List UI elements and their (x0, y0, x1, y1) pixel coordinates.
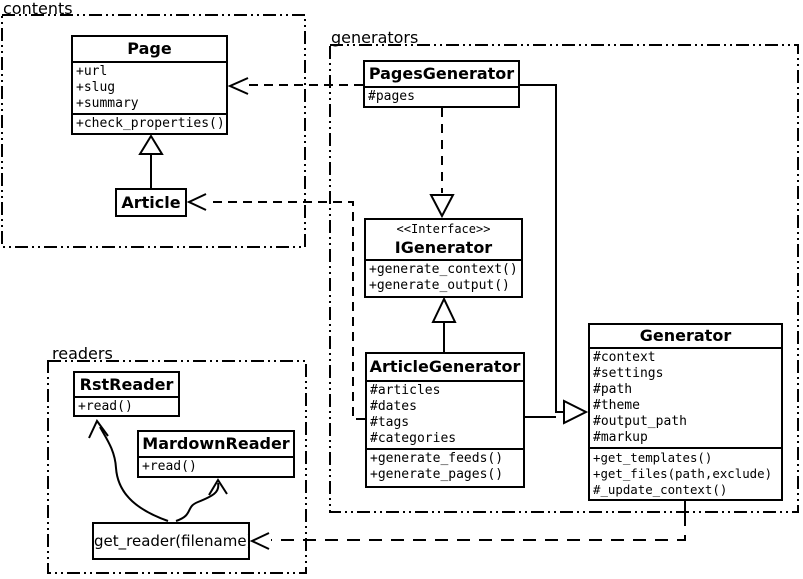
attributes-compartment: #pages (365, 86, 518, 106)
function-label: get_reader(filename) (94, 532, 250, 550)
methods-compartment: +read() (139, 456, 293, 476)
attribute: #settings (593, 366, 664, 381)
readers-package-label: readers (52, 344, 113, 363)
article-page-generalization-triangle-icon (138, 134, 164, 155)
methods-compartment: +check_properties() (73, 113, 226, 133)
class-box-igenerator: <<Interface>> IGenerator +generate_conte… (364, 218, 523, 298)
class-title: MardownReader (142, 434, 290, 453)
readers-package-border (47, 360, 307, 574)
attribute: #theme (593, 398, 640, 413)
attributes-compartment: #articles #dates #tags #categories (367, 380, 523, 448)
contents-package-border (1, 14, 306, 248)
function-box-get-reader: get_reader(filename) (92, 522, 250, 560)
methods-compartment: +generate_feeds() +generate_pages() (367, 448, 523, 484)
attribute: #articles (370, 383, 441, 398)
class-box-mardownreader: MardownReader +read() (137, 430, 295, 478)
attribute: #tags (370, 415, 410, 430)
class-box-generator: Generator #context #settings #path #them… (588, 323, 783, 501)
class-box-pagesgenerator: PagesGenerator #pages (363, 60, 520, 108)
attribute: #path (593, 382, 633, 397)
pagesgenerator-page-arrowhead-icon (227, 77, 249, 95)
attribute: +url (76, 64, 108, 79)
class-title: PagesGenerator (368, 64, 515, 83)
pagesgenerator-igenerator-triangle-icon (429, 194, 455, 219)
generators-package-label: generators (331, 28, 419, 47)
attribute: #dates (370, 399, 417, 414)
class-title: Page (127, 39, 172, 58)
method: +read() (142, 459, 197, 474)
attribute: #output_path (593, 414, 687, 429)
class-header: <<Interface>> IGenerator (366, 220, 521, 259)
contents-package-label: contents (3, 0, 73, 18)
methods-compartment: +read() (75, 396, 178, 415)
generators-package-border (329, 44, 799, 513)
attribute: +summary (76, 96, 139, 111)
class-box-rstreader: RstReader +read() (73, 371, 180, 417)
class-title: Generator (639, 326, 732, 345)
articlegenerator-igenerator-triangle-icon (431, 296, 457, 323)
class-title: RstReader (79, 375, 174, 394)
method: #_update_context() (593, 482, 728, 497)
class-box-articlegenerator: ArticleGenerator #articles #dates #tags … (365, 352, 525, 488)
attributes-compartment: #context #settings #path #theme #output_… (590, 347, 781, 447)
generator-getreader-dependency-line (271, 513, 686, 541)
method: +get_templates() (593, 450, 713, 465)
class-title: IGenerator (394, 238, 493, 257)
generator-generalization-triangle-icon (563, 399, 589, 425)
class-box-page: Page +url +slug +summary +check_properti… (71, 35, 228, 135)
attribute: #categories (370, 431, 457, 446)
method: +generate_output() (369, 278, 510, 293)
articlegenerator-article-dependency-line (208, 201, 365, 420)
class-title: Article (121, 193, 181, 212)
method: +generate_pages() (370, 467, 504, 482)
class-box-article: Article (115, 188, 187, 217)
method: +get_files(path,exclude) (593, 466, 773, 481)
getreader-mardownreader-arrowhead-icon (208, 478, 228, 496)
method: +generate_feeds() (370, 451, 504, 466)
getreader-rstreader-curve-line (99, 426, 169, 522)
method: +check_properties() (76, 116, 225, 131)
attributes-compartment: +url +slug +summary (73, 61, 226, 113)
articlegenerator-article-arrowhead-icon (186, 193, 207, 211)
generator-getreader-arrowhead-icon (249, 532, 270, 550)
attribute: #context (593, 350, 656, 365)
class-title: ArticleGenerator (369, 357, 521, 376)
methods-compartment: +generate_context() +generate_output() (366, 259, 521, 295)
attribute: #pages (368, 89, 415, 104)
method: +generate_context() (369, 262, 518, 277)
getreader-mardownreader-curve-line (175, 482, 220, 522)
getreader-rstreader-arrowhead-icon (88, 419, 109, 439)
method: +read() (78, 399, 133, 414)
methods-compartment: +get_templates() +get_files(path,exclude… (590, 447, 781, 499)
stereotype-label: <<Interface>> (396, 222, 491, 236)
attribute: +slug (76, 80, 116, 95)
attribute: #markup (593, 430, 648, 445)
pagesgenerator-generator-line (520, 84, 564, 413)
